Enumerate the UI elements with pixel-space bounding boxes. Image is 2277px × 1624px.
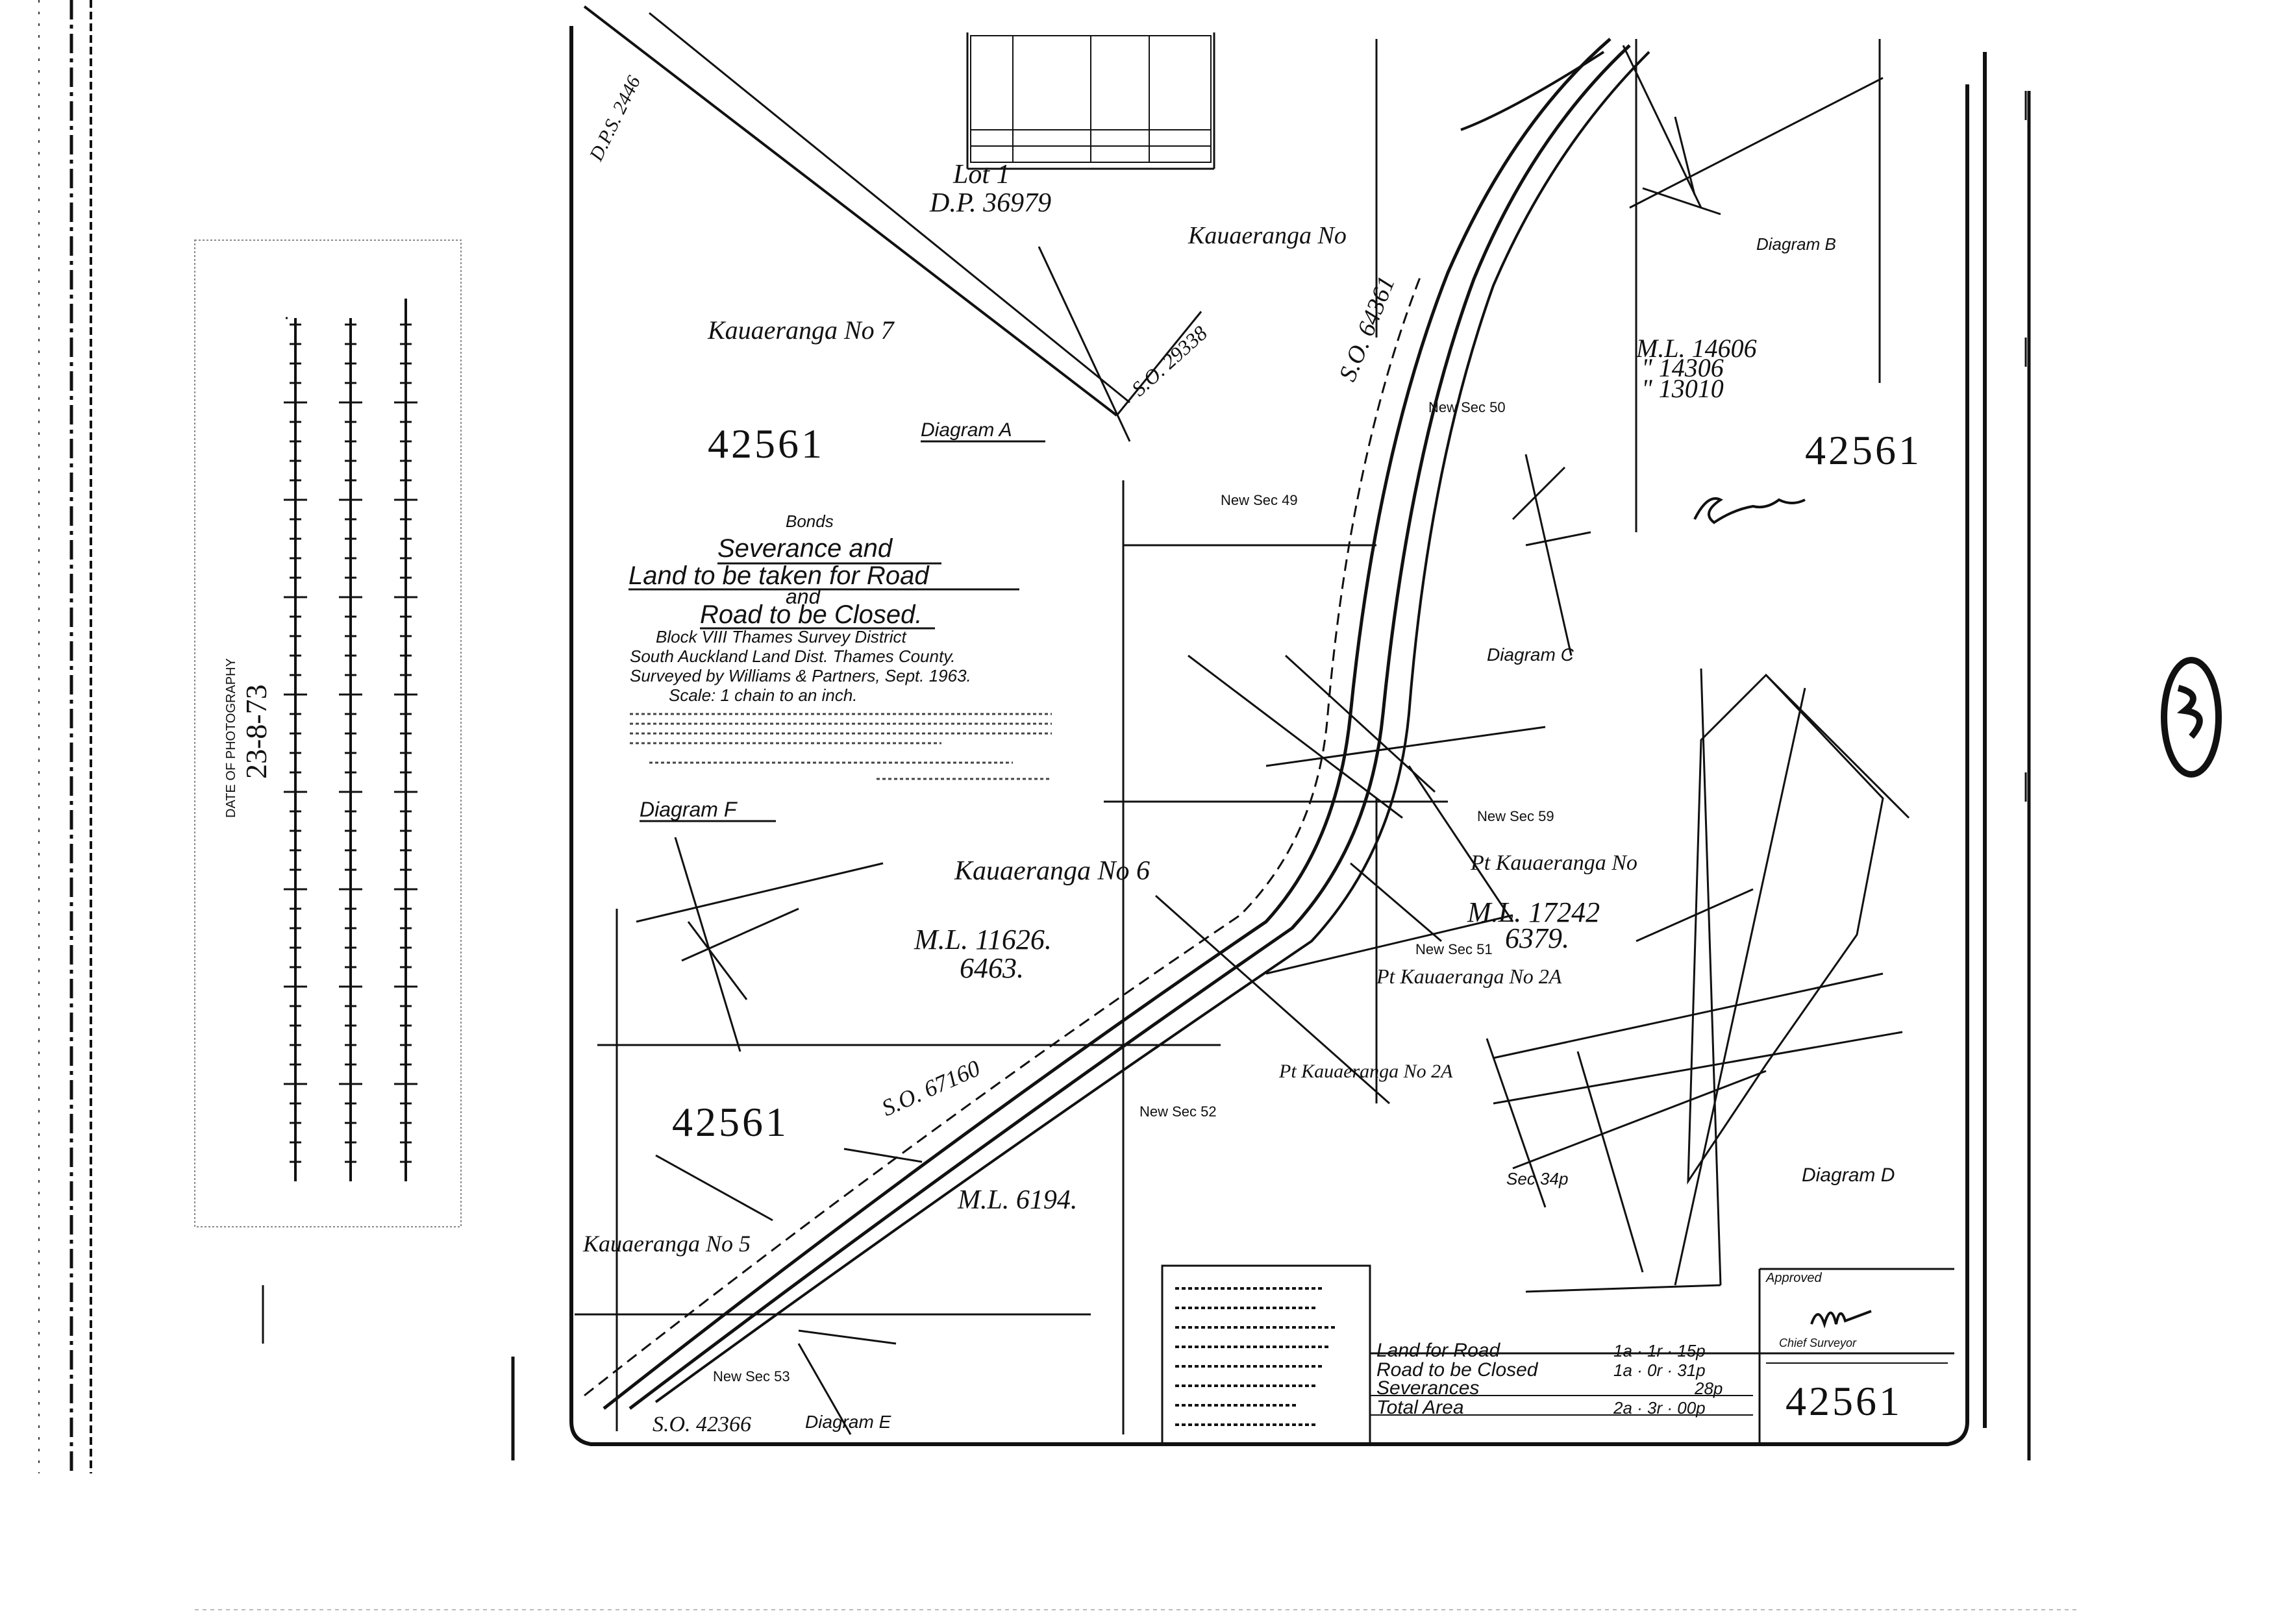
ml-mid-2: 6463. — [960, 952, 1024, 984]
diagram-b-lines — [1622, 45, 1884, 215]
district-line-4: Scale: 1 chain to an inch. — [669, 685, 858, 705]
ml-mid-1: M.L. 11626. — [914, 924, 1052, 955]
diagram-c-lines — [1512, 454, 1591, 656]
so-29338: S.O. 29338 — [1127, 321, 1212, 401]
district-line-2: South Auckland Land Dist. Thames County. — [630, 646, 956, 666]
photo-date-label: DATE OF PHOTOGRAPHY — [224, 658, 238, 818]
plan-number-2: 42561 — [1805, 427, 1922, 473]
title-line-4: Road to be Closed. — [700, 600, 922, 629]
plan-number-1: 42561 — [708, 421, 825, 467]
diagram-c: Diagram C — [1487, 645, 1574, 665]
plan-number-3: 42561 — [672, 1099, 789, 1145]
lower-left-lines — [655, 1148, 923, 1435]
kaueranga-no6: Kauaeranga No 6 — [954, 856, 1150, 886]
so-67160: S.O. 67160 — [878, 1055, 984, 1121]
title-line-2: Land to be taken for Road — [628, 561, 930, 590]
lot-label: Lot 1 — [952, 160, 1010, 190]
dps-label: D.P.S. 2446 — [585, 73, 645, 165]
district-line-1: Block VIII Thames Survey District — [656, 627, 908, 646]
so-42366: S.O. 42366 — [653, 1412, 751, 1436]
diagram-e: Diagram E — [805, 1412, 891, 1432]
circular-stamp — [2161, 657, 2222, 778]
plan-number-4: 42561 — [1786, 1378, 1902, 1424]
scan-edge-strip — [29, 0, 101, 1473]
approved-label: Approved — [1765, 1271, 1822, 1285]
ml-right-1: M.L. 17242 — [1467, 896, 1600, 928]
ml-top-2: " 14306 — [1641, 353, 1724, 382]
new-sec-49: New Sec 49 — [1221, 492, 1298, 508]
diagram-f-lines — [636, 837, 884, 1052]
approval-signature — [1810, 1310, 1872, 1329]
chief-surveyor-label: Chief Surveyor — [1779, 1336, 1857, 1349]
certificate-block — [1161, 1264, 1371, 1446]
title-heading-small: Bonds — [786, 511, 834, 531]
new-sec-52: New Sec 52 — [1139, 1103, 1217, 1120]
diagram-b: Diagram B — [1756, 234, 1836, 254]
area-row-4-label: Total Area — [1376, 1397, 1464, 1418]
pt-kaueranga-top: Pt Kauaeranga No — [1470, 851, 1637, 875]
kaueranga-no5: Kauaeranga No 5 — [582, 1231, 751, 1257]
pt-kaueranga-low: Pt Kauaeranga No 2A — [1278, 1061, 1453, 1082]
road-corridor — [583, 5, 1650, 1410]
ml-right-2: 6379. — [1505, 922, 1569, 954]
photo-date-value: 23-8-73 — [240, 684, 273, 779]
right-scan-marks — [262, 91, 2027, 1344]
area-row-2-value: 1a · 0r · 31p — [1613, 1360, 1706, 1380]
diagram-f: Diagram F — [640, 798, 738, 821]
area-row-1-value: 1a · 1r · 15p — [1613, 1341, 1706, 1360]
diagram-d: Diagram D — [1802, 1164, 1895, 1186]
diagram-d-lines — [1486, 668, 1910, 1293]
ml-top-1: M.L. 14606 — [1636, 334, 1757, 363]
kaueranga-no-top: Kauaeranga No — [1188, 222, 1347, 249]
new-sec-50: New Sec 50 — [1428, 399, 1506, 415]
surveyor-signature — [1693, 497, 1806, 524]
title-block: Bonds Severance and Land to be taken for… — [628, 511, 1052, 780]
top-stub-table — [970, 35, 1212, 163]
area-row-3-label: Severances — [1376, 1377, 1479, 1399]
area-row-2-label: Road to be Closed — [1376, 1359, 1539, 1381]
pt-kaueranga-mid: Pt Kauaeranga No 2A — [1376, 965, 1562, 988]
dp-label: D.P. 36979 — [929, 188, 1051, 218]
ml-top-3: " 13010 — [1641, 374, 1724, 403]
photo-scale-panel — [194, 240, 462, 1227]
sec-label: Sec 34p — [1506, 1169, 1568, 1188]
diagram-a: Diagram A — [921, 419, 1012, 441]
ml-low: M.L. 6194. — [957, 1185, 1077, 1215]
area-row-4-value: 2a · 3r · 00p — [1613, 1398, 1706, 1418]
so-64361: S.O. 64361 — [1334, 273, 1400, 385]
title-line-1: Severance and — [717, 534, 893, 563]
new-sec-51: New Sec 51 — [1415, 941, 1493, 957]
district-line-3: Surveyed by Williams & Partners, Sept. 1… — [630, 666, 971, 685]
new-sec-59: New Sec 59 — [1477, 808, 1554, 824]
new-sec-53: New Sec 53 — [713, 1368, 790, 1384]
area-row-1-label: Land for Road — [1376, 1340, 1500, 1361]
area-row-3-value: 28p — [1694, 1379, 1723, 1398]
map-labels: D.P.S. 2446 Lot 1 D.P. 36979 Kauaeranga … — [582, 73, 1895, 1436]
kaueranga-no7: Kauaeranga No 7 — [707, 315, 895, 345]
